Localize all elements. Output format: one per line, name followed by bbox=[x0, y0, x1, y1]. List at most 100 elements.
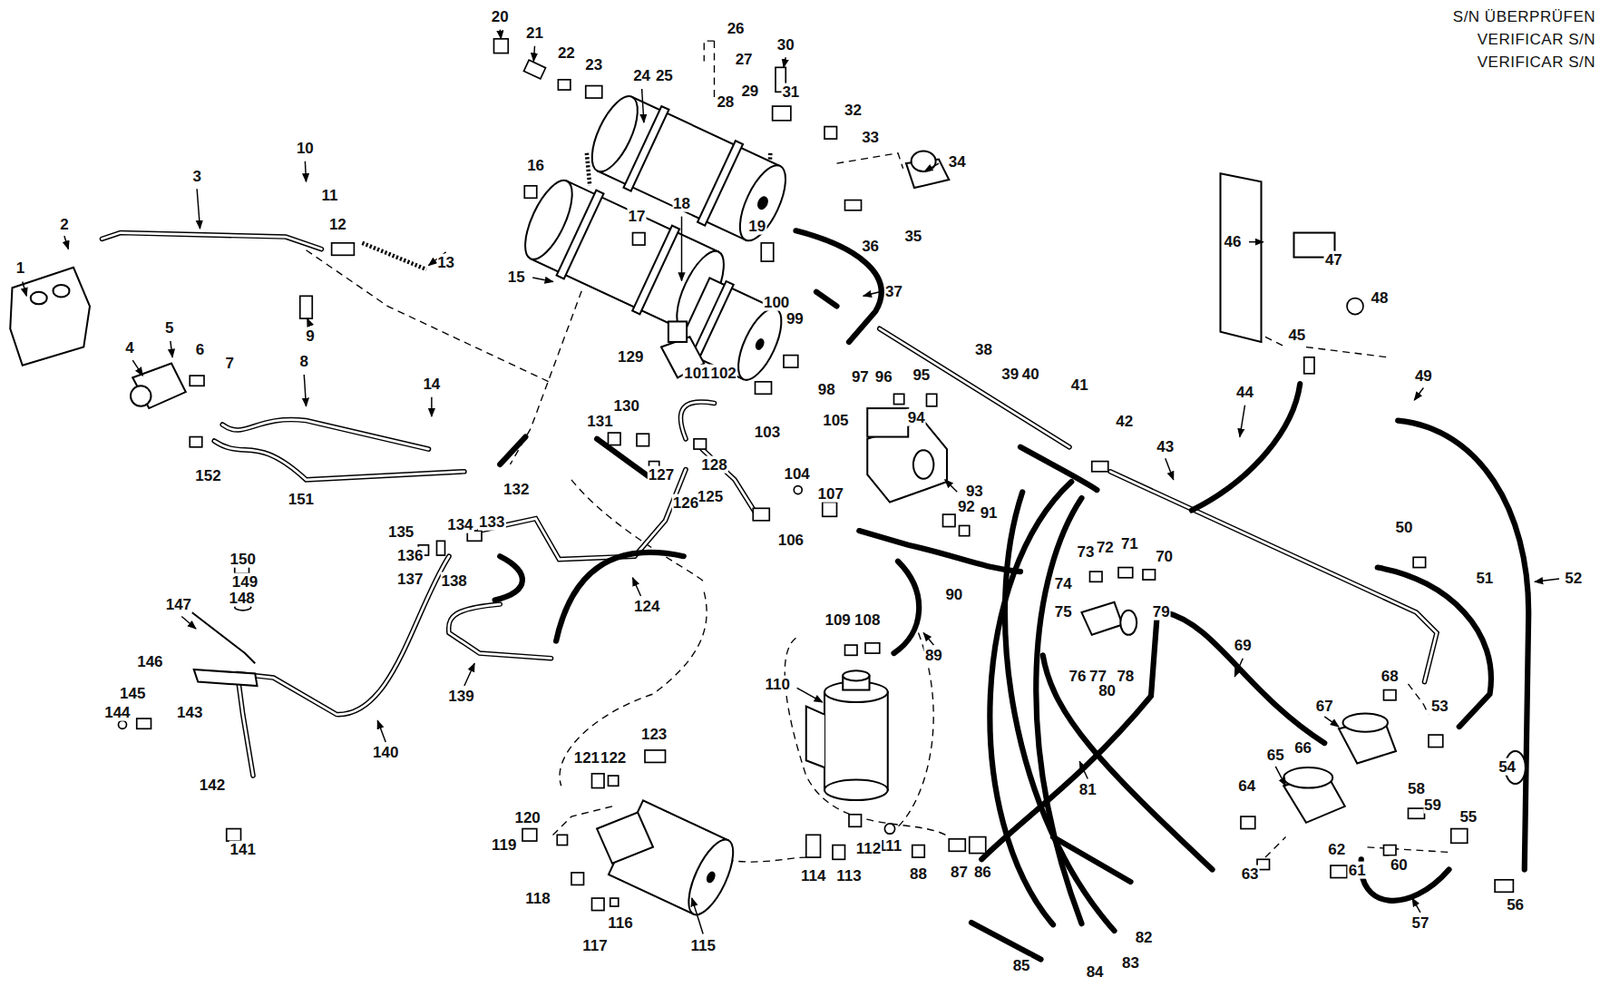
callout-number: 65 bbox=[1266, 745, 1286, 763]
callout-slot: 51 bbox=[1474, 570, 1494, 588]
callout-slot: 55 bbox=[1458, 809, 1478, 827]
callout-slot: 20 bbox=[490, 9, 510, 27]
callout-number: 101 bbox=[682, 363, 711, 381]
callout-slot: 49 bbox=[1414, 368, 1434, 386]
callout-number: 57 bbox=[1411, 914, 1431, 932]
callout-number: 62 bbox=[1326, 840, 1347, 859]
callout-number: 10 bbox=[295, 139, 315, 157]
callout-number: 28 bbox=[715, 92, 735, 110]
callout-slot: 54 bbox=[1497, 759, 1517, 777]
callout-number: 147 bbox=[165, 595, 193, 614]
callout-slot: 108 bbox=[853, 612, 881, 630]
callout-number: 144 bbox=[103, 703, 131, 722]
callout-number: 123 bbox=[640, 725, 668, 743]
note-text: VERIFICAR S/N bbox=[1476, 52, 1597, 70]
callout-number: 95 bbox=[911, 366, 931, 384]
callout-number: 18 bbox=[672, 195, 692, 213]
callout-number: 136 bbox=[396, 546, 424, 565]
callout-number: 75 bbox=[1053, 603, 1074, 621]
callout-slot: 142 bbox=[198, 777, 226, 795]
callout-slot: 69 bbox=[1233, 637, 1253, 655]
callout-slot: 61 bbox=[1347, 861, 1367, 879]
callout-number: 102 bbox=[709, 363, 737, 381]
callout-slot: 99 bbox=[785, 311, 805, 329]
callout-number: 23 bbox=[584, 56, 604, 74]
callout-slot: 40 bbox=[1021, 366, 1041, 384]
callout-slot: 26 bbox=[726, 19, 746, 38]
callout-number: 78 bbox=[1115, 667, 1135, 685]
callout-slot: 16 bbox=[526, 157, 546, 176]
callout-number: 148 bbox=[227, 589, 255, 607]
callout-number: 51 bbox=[1474, 569, 1494, 587]
callout-slot: 105 bbox=[821, 411, 849, 430]
callout-slot: 93 bbox=[965, 483, 985, 501]
callout-slot: 70 bbox=[1154, 548, 1174, 566]
callout-slot: 150 bbox=[229, 550, 257, 568]
callout-slot: 23 bbox=[584, 57, 604, 75]
callout-slot: 59 bbox=[1423, 796, 1443, 814]
callout-slot: 44 bbox=[1235, 384, 1255, 402]
callout-number: 24 bbox=[632, 67, 652, 85]
callout-slot: 148 bbox=[227, 590, 255, 608]
callout-slot: 97 bbox=[850, 369, 870, 387]
callout-number: 87 bbox=[949, 863, 969, 881]
callout-number: 25 bbox=[654, 67, 674, 85]
callout-number: 113 bbox=[835, 867, 862, 885]
callout-slot: 112 bbox=[855, 840, 882, 859]
callout-number: 103 bbox=[753, 423, 781, 441]
callout-number: 108 bbox=[853, 611, 881, 629]
callout-number: 53 bbox=[1430, 696, 1450, 714]
callout-number: 36 bbox=[860, 237, 880, 255]
callout-number: 44 bbox=[1235, 383, 1255, 401]
callout-number: 2 bbox=[58, 214, 69, 233]
callout-number: 83 bbox=[1121, 954, 1141, 972]
callout-number: 140 bbox=[371, 743, 400, 761]
callout-number: 41 bbox=[1070, 376, 1090, 394]
callout-number: 132 bbox=[502, 480, 530, 498]
callout-number: 117 bbox=[581, 936, 608, 955]
callout-number: 21 bbox=[525, 24, 545, 42]
callout-number: 97 bbox=[850, 368, 870, 386]
callout-number: 50 bbox=[1395, 517, 1415, 536]
callout-slot: 110 bbox=[764, 676, 791, 694]
callout-number: 98 bbox=[817, 380, 837, 398]
leader-lines bbox=[22, 29, 1560, 935]
callout-number: 134 bbox=[446, 516, 474, 534]
callout-number: 126 bbox=[672, 493, 700, 511]
callout-number: 19 bbox=[747, 216, 767, 235]
callout-slot: 32 bbox=[843, 101, 863, 119]
callout-slot: 122 bbox=[599, 750, 627, 768]
callout-slot: 98 bbox=[817, 380, 837, 399]
callout-number: 8 bbox=[299, 352, 310, 371]
callout-number: 149 bbox=[231, 573, 259, 591]
callout-number: 49 bbox=[1414, 367, 1434, 385]
callout-slot: 82 bbox=[1134, 929, 1154, 947]
callout-number: 20 bbox=[490, 8, 510, 26]
callout-number: 17 bbox=[627, 206, 647, 225]
callout-slot: 1 bbox=[15, 260, 26, 278]
callout-slot: 15 bbox=[507, 269, 527, 287]
callout-number: 42 bbox=[1114, 411, 1134, 430]
callout-slot: 50 bbox=[1395, 518, 1415, 537]
callout-slot: 139 bbox=[447, 688, 475, 706]
callout-number: 12 bbox=[328, 214, 348, 233]
callout-slot: 91 bbox=[979, 505, 999, 523]
callout-number: 30 bbox=[776, 35, 796, 53]
callout-slot: 118 bbox=[524, 890, 551, 908]
callout-number: 14 bbox=[421, 375, 441, 393]
callout-slot: 120 bbox=[513, 809, 541, 828]
callout-number: 139 bbox=[447, 687, 475, 705]
callout-number: 84 bbox=[1085, 963, 1105, 981]
callout-slot: 7 bbox=[224, 354, 235, 372]
callout-number: 26 bbox=[726, 19, 746, 37]
callout-slot: 76 bbox=[1068, 668, 1088, 686]
callout-slot: 152 bbox=[194, 468, 222, 486]
callout-slot: 127 bbox=[647, 467, 675, 485]
callout-slot: 128 bbox=[700, 457, 728, 475]
callout-slot: 104 bbox=[782, 466, 810, 484]
callout-slot: 18 bbox=[672, 195, 692, 214]
callout-slot: 63 bbox=[1240, 866, 1260, 884]
callout-slot: 30 bbox=[776, 36, 796, 54]
callout-number: 107 bbox=[817, 484, 845, 502]
